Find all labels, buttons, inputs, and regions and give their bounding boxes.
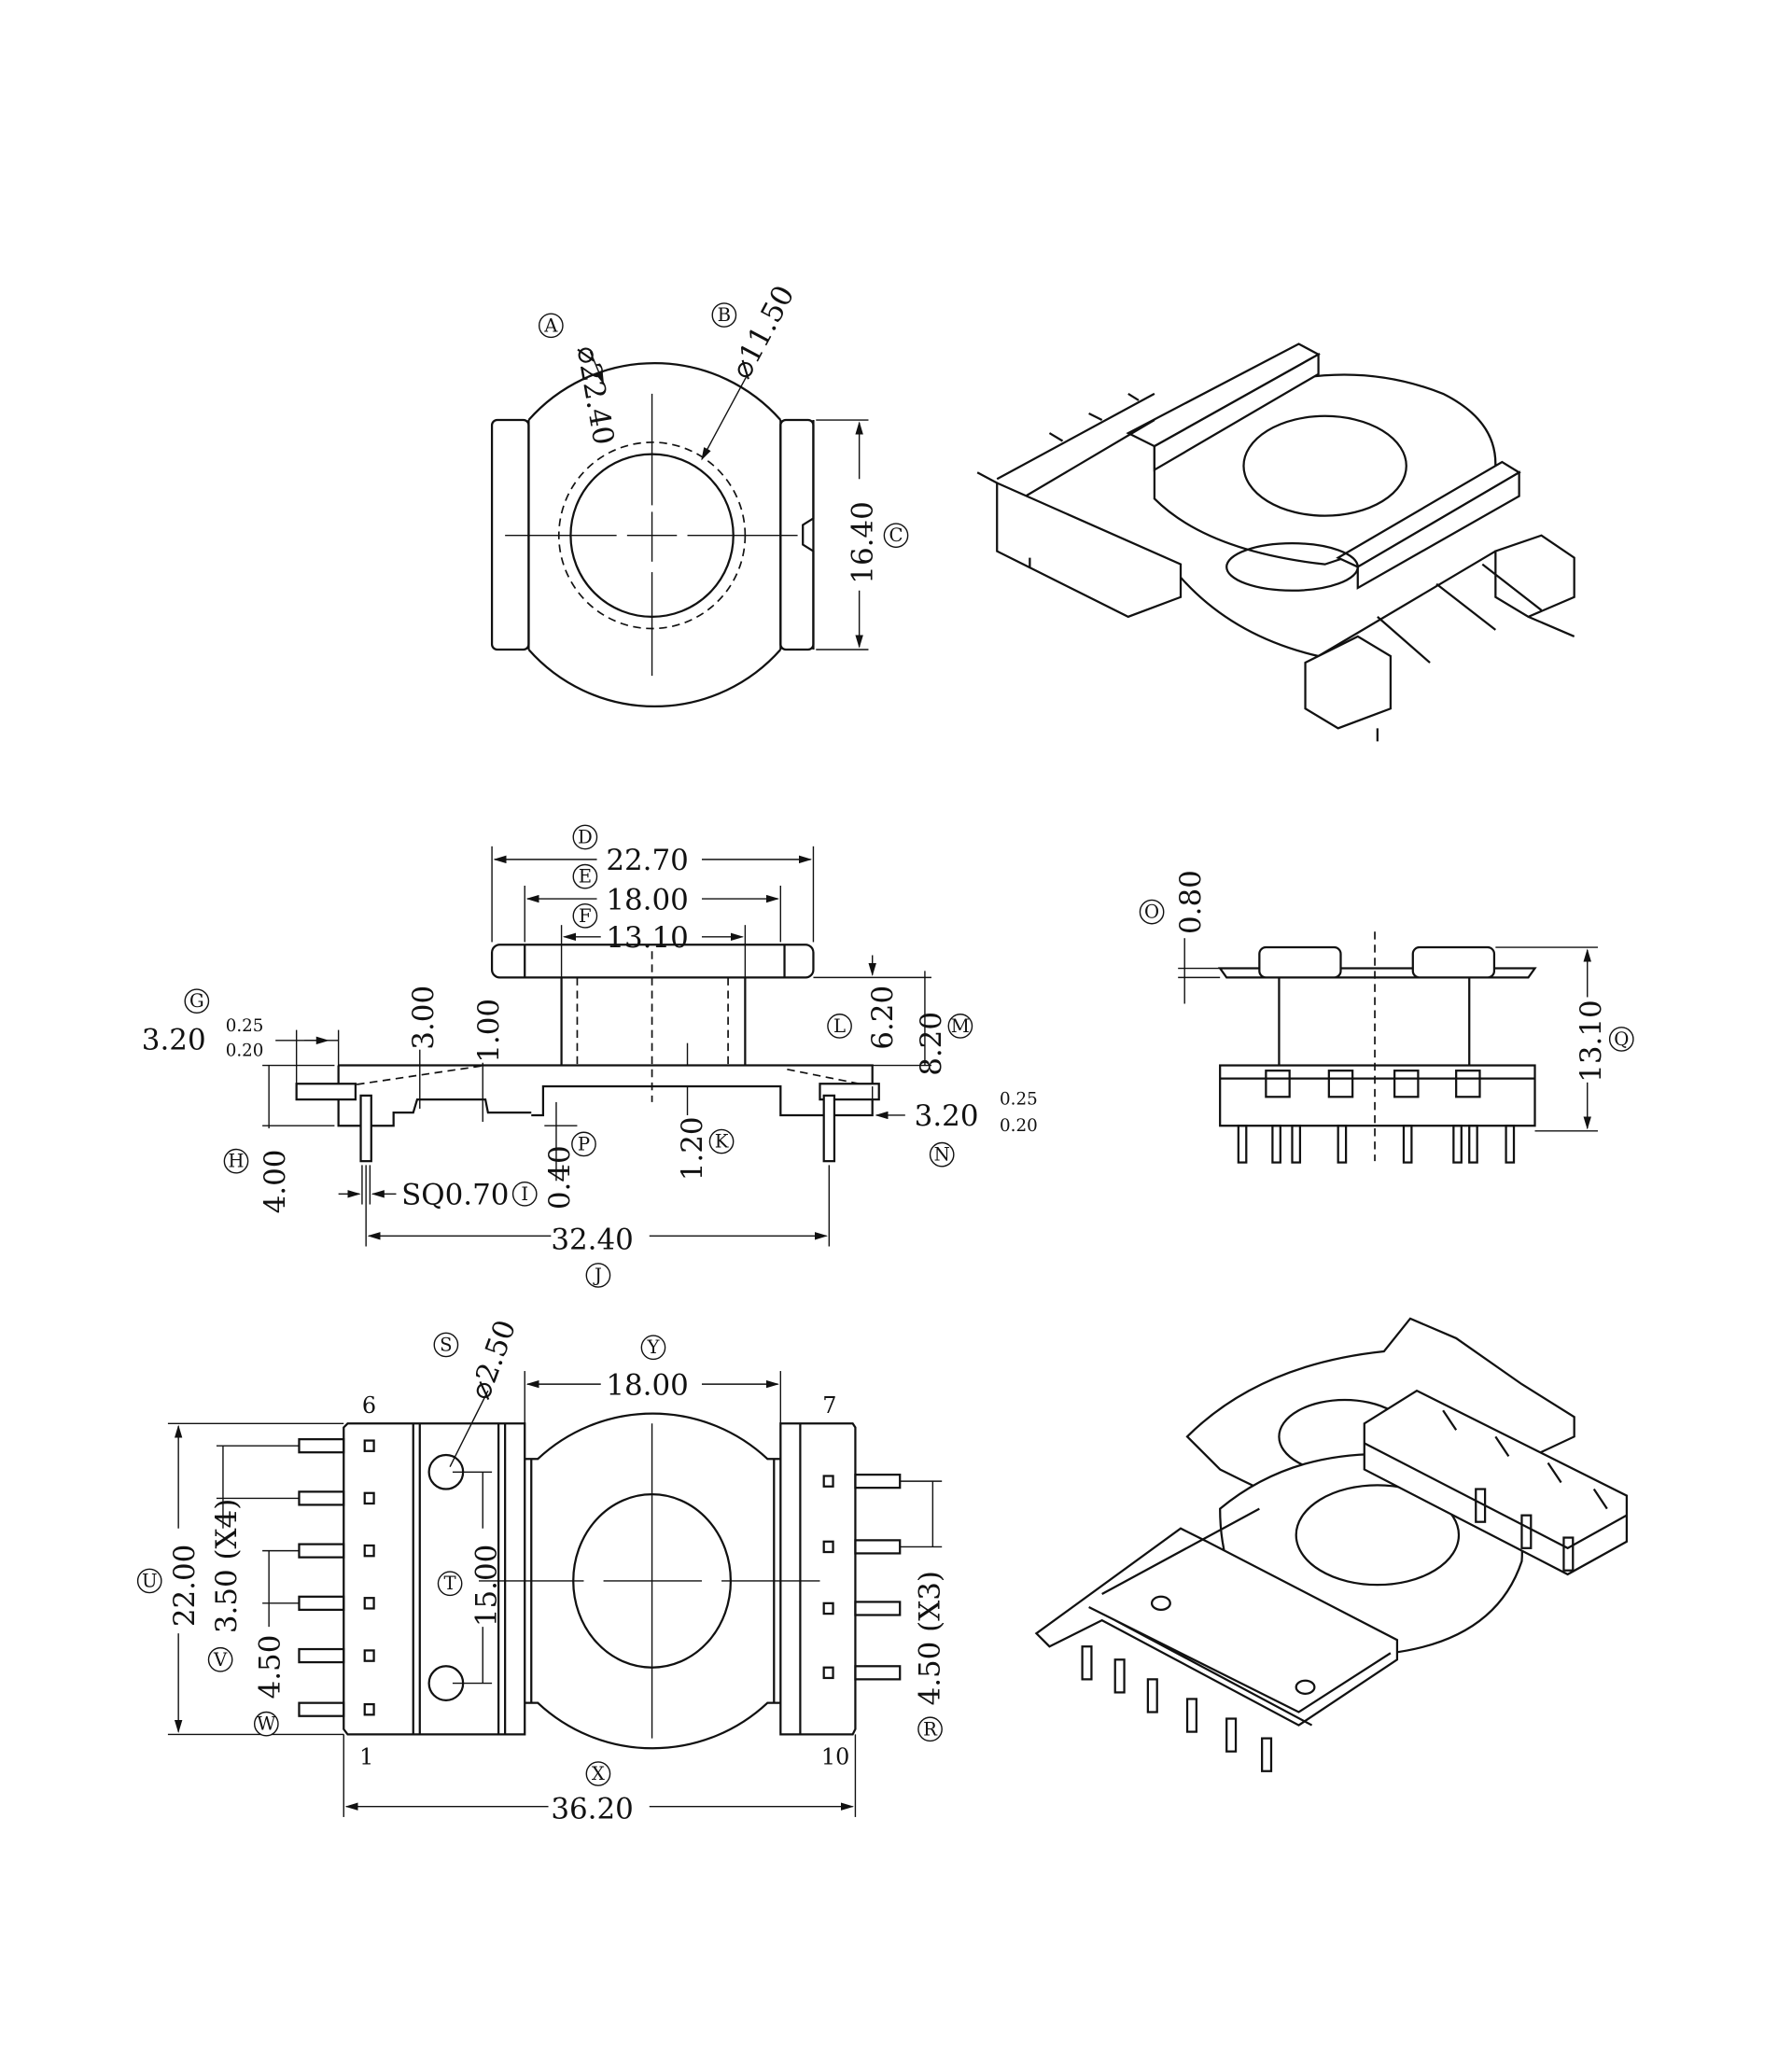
pin-label-1: 1 [359, 1744, 373, 1770]
dim-1-00: 1.00 [472, 999, 506, 1063]
svg-text:H: H [228, 1151, 244, 1172]
callout-v: V [207, 1646, 233, 1672]
dim-g-value: 3.20 [142, 1024, 206, 1057]
callout-s: S [433, 1332, 459, 1358]
callout-k: K [708, 1128, 735, 1154]
dim-q-value: 13.10 [1575, 1000, 1608, 1082]
dim-h-value: 4.00 [259, 1150, 292, 1214]
callout-y: Y [640, 1335, 666, 1361]
svg-text:D: D [578, 826, 593, 847]
svg-text:Y: Y [646, 1336, 660, 1358]
callout-d: D [572, 824, 598, 850]
dim-i-value: SQ0.70 [401, 1179, 509, 1212]
dim-g-tol-minus: 0.20 [226, 1042, 264, 1061]
side-view: 22.70 D 18.00 E 13.10 F G 3.20 0.25 0.20… [142, 824, 1038, 1288]
svg-text:W: W [257, 1713, 276, 1735]
dim-b-value: ⌀11.50 [724, 280, 801, 384]
callout-q: Q [1608, 1027, 1634, 1052]
svg-text:E: E [579, 866, 592, 888]
dim-j-value: 32.40 [551, 1223, 633, 1256]
dim-r-value: 4.50 (X3) [913, 1571, 946, 1705]
dim-m-value: 8.20 [915, 1012, 948, 1076]
isometric-view-bottom [1034, 1317, 1629, 1772]
dim-d-value: 22.70 [606, 844, 688, 877]
svg-text:A: A [543, 315, 558, 336]
svg-text:J: J [593, 1265, 602, 1286]
callout-c: C [883, 523, 909, 549]
callout-j: J [585, 1263, 611, 1288]
callout-l: L [827, 1014, 852, 1039]
svg-text:N: N [934, 1144, 950, 1166]
pin-label-6: 6 [362, 1392, 376, 1419]
svg-text:L: L [833, 1015, 846, 1037]
callout-g: G [184, 988, 210, 1014]
pin-label-7: 7 [822, 1392, 836, 1419]
dim-e-value: 18.00 [606, 883, 688, 916]
svg-text:C: C [889, 524, 903, 546]
svg-text:M: M [951, 1015, 970, 1037]
callout-m: M [947, 1014, 973, 1039]
dim-n-tol-plus: 0.25 [1000, 1090, 1038, 1110]
dim-n-value: 3.20 [915, 1099, 979, 1133]
callout-a: A [538, 313, 564, 339]
svg-text:F: F [579, 905, 592, 927]
callout-b: B [711, 302, 737, 328]
dim-x-value: 36.20 [551, 1792, 633, 1825]
dim-v-value: 3.50 (X4) [210, 1499, 244, 1633]
dim-p-value: 0.40 [543, 1145, 577, 1210]
callout-p: P [571, 1131, 596, 1157]
callout-u: U [136, 1568, 162, 1594]
dim-g-tol-plus: 0.25 [226, 1016, 264, 1036]
callout-r: R [917, 1716, 943, 1742]
callout-n: N [929, 1141, 955, 1168]
dim-k-value: 1.20 [676, 1116, 709, 1181]
svg-text:P: P [578, 1133, 590, 1154]
pin-label-10: 10 [821, 1744, 849, 1770]
svg-text:U: U [142, 1570, 158, 1591]
svg-text:S: S [440, 1334, 452, 1355]
svg-text:X: X [592, 1763, 605, 1784]
bottom-view: 6 7 1 10 S ⌀2.50 18.00 Y 22.00 U 3.50 (X… [136, 1316, 946, 1825]
callout-f: F [572, 902, 598, 929]
svg-text:R: R [923, 1718, 938, 1740]
svg-text:Q: Q [1614, 1028, 1629, 1050]
end-view: 13.10 Q 0.80 O [1139, 870, 1634, 1164]
dim-n-tol-minus: 0.20 [1000, 1116, 1038, 1136]
isometric-view-top [976, 343, 1575, 742]
dim-y-value: 18.00 [606, 1368, 688, 1402]
dim-u-value: 22.00 [168, 1545, 202, 1627]
svg-text:I: I [521, 1183, 528, 1205]
dim-l-value: 6.20 [866, 986, 900, 1050]
dim-w-value: 4.50 [253, 1635, 287, 1699]
dim-s-value: ⌀2.50 [464, 1316, 524, 1404]
svg-text:G: G [189, 990, 204, 1012]
svg-text:O: O [1144, 902, 1159, 923]
dim-t-value: 15.00 [469, 1545, 503, 1627]
svg-text:B: B [718, 304, 731, 326]
dim-f-value: 13.10 [606, 921, 688, 955]
callout-h: H [223, 1148, 249, 1174]
callout-x: X [585, 1761, 611, 1786]
dim-o-value: 0.80 [1174, 870, 1208, 934]
callout-i: I [511, 1181, 538, 1207]
callout-t: T [437, 1571, 463, 1597]
callout-o: O [1139, 899, 1165, 925]
dim-c-value: 16.40 [847, 501, 880, 583]
top-view: A ⌀22.40 B ⌀11.50 16.40 C [490, 280, 909, 708]
svg-text:V: V [213, 1649, 228, 1671]
dim-a-value: ⌀22.40 [570, 343, 621, 448]
callout-e: E [572, 863, 598, 889]
callout-w: W [253, 1711, 279, 1737]
svg-text:K: K [715, 1131, 729, 1153]
svg-text:T: T [444, 1573, 456, 1594]
dim-3-00: 3.00 [407, 986, 441, 1050]
